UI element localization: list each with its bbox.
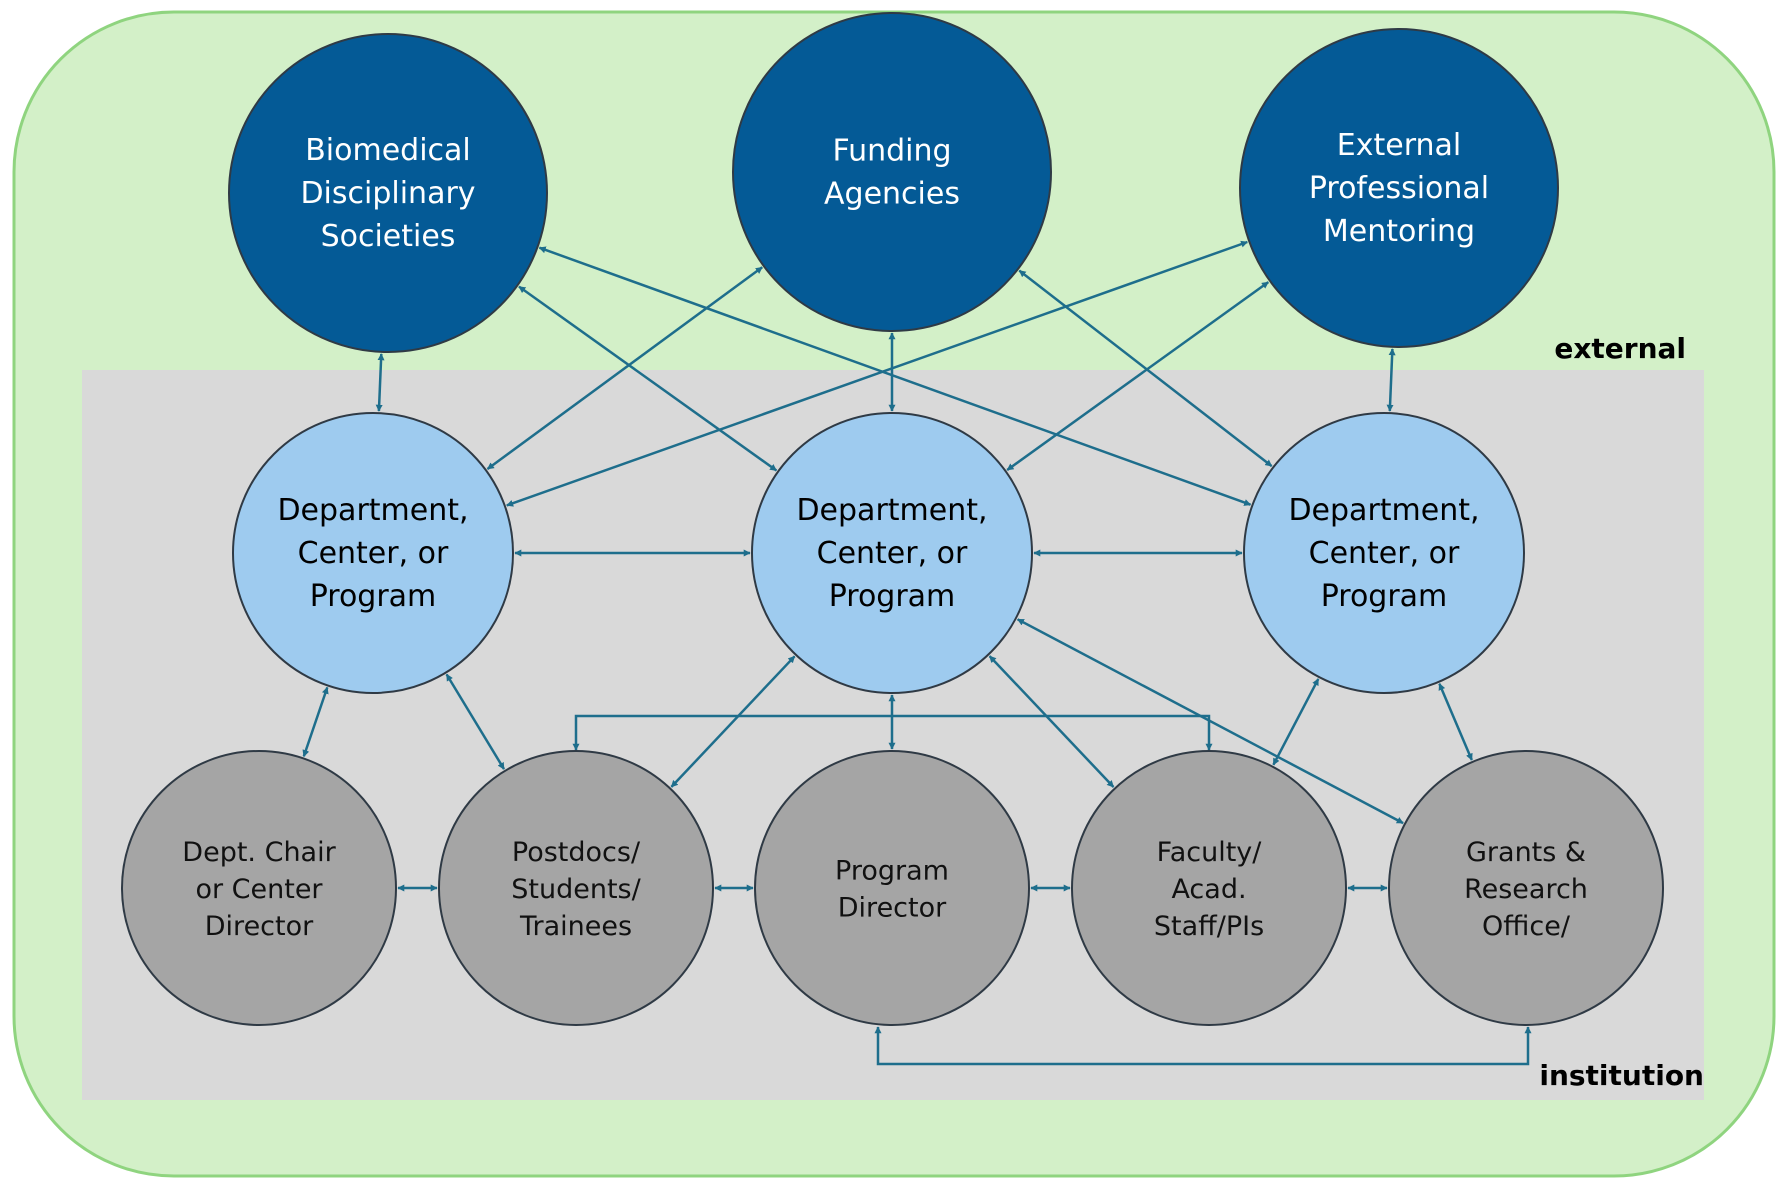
node-label-line: Societies — [321, 219, 456, 254]
node-label-line: Center, or — [1309, 536, 1460, 571]
node-circle — [1243, 412, 1525, 694]
node-dept-center: Department, Center, or Program — [751, 412, 1033, 694]
node-label-line: Staff/PIs — [1154, 911, 1264, 942]
node-circle — [1071, 750, 1347, 1026]
node-label-line: Office/ — [1482, 911, 1571, 942]
node-label-line: Acad. — [1171, 874, 1246, 905]
node-circle — [121, 750, 397, 1026]
connector-societies-dept-left — [375, 353, 385, 412]
external-region-label: external — [1554, 332, 1686, 365]
node-circle — [1239, 28, 1559, 348]
connector-dept-right-grants — [1438, 683, 1473, 761]
node-label-line: Disciplinary — [300, 176, 475, 211]
connector-dept-left-postdocs — [445, 673, 506, 770]
node-label-line: Biomedical — [305, 133, 471, 168]
connector-dept-left-chair — [302, 686, 329, 758]
node-label-line: Center, or — [817, 536, 968, 571]
node-label-line: Faculty/ — [1157, 837, 1263, 868]
connector-dept-center-postdocs — [670, 655, 796, 788]
node-label-line: Department, — [277, 493, 468, 528]
institution-region-label: institution — [1539, 1059, 1704, 1092]
node-dept-right: Department, Center, or Program — [1243, 412, 1525, 694]
node-label-line: Trainees — [519, 911, 632, 942]
connections — [302, 240, 1532, 1066]
node-circle — [754, 750, 1030, 1026]
connector-dept-center-grants — [1016, 618, 1404, 825]
node-circle — [1388, 750, 1664, 1026]
node-label-line: Professional — [1309, 171, 1489, 206]
node-label-line: Agencies — [824, 177, 960, 212]
node-label-line: Director — [205, 911, 314, 942]
connector-postdocs-faculty — [572, 714, 1213, 751]
node-label-line: Research — [1464, 874, 1588, 905]
node-label-line: Program — [829, 579, 956, 614]
node-label-line: Program — [1321, 579, 1448, 614]
node-faculty: Faculty/Acad. Staff/PIs — [1071, 750, 1347, 1026]
connector-mentoring-dept-right — [1386, 348, 1396, 412]
node-circle — [732, 12, 1052, 332]
node-label-line: Grants & — [1466, 837, 1586, 868]
node-label-line: Funding — [832, 134, 951, 169]
node-label-line: Department, — [796, 493, 987, 528]
node-label-line: Director — [838, 893, 947, 924]
node-label-line: External — [1337, 128, 1461, 163]
node-circle — [438, 750, 714, 1026]
node-label-line: Department, — [1288, 493, 1479, 528]
node-label-line: Students/ — [511, 874, 641, 905]
connector-program-director-grants — [874, 1026, 1532, 1066]
node-label-line: Program — [310, 579, 437, 614]
connector-funding-dept-right — [1018, 269, 1273, 468]
node-label-line: or Center — [195, 874, 323, 905]
connector-dept-right-faculty — [1272, 678, 1320, 766]
node-label-line: Center, or — [298, 536, 449, 571]
node-postdocs: Postdocs/Students/Trainees — [438, 750, 714, 1026]
node-circle — [232, 412, 514, 694]
node-label-line: Program — [835, 856, 949, 887]
node-circle — [228, 33, 548, 353]
node-label-line: Postdocs/ — [512, 837, 641, 868]
node-dept-left: Department, Center, or Program — [232, 412, 514, 694]
node-circle — [751, 412, 1033, 694]
node-label-line: Mentoring — [1323, 214, 1475, 249]
node-label-line: Dept. Chair — [182, 837, 336, 868]
